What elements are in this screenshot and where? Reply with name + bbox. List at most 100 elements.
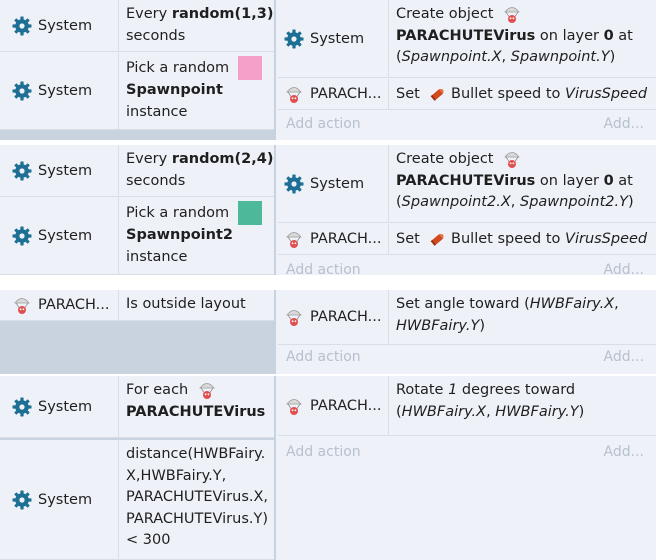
text-segment: on layer [535, 172, 604, 189]
text-segment: Bullet speed to [446, 231, 566, 247]
text-segment: at [613, 27, 633, 44]
action-text: Set Bullet speed to VirusSpeed [396, 84, 647, 106]
text-segment: Spawnpoint2.X [401, 194, 511, 210]
object-cell[interactable]: PARACH... [284, 79, 382, 109]
sprite-thumbnail [237, 201, 262, 225]
object-name: PARACH... [310, 397, 382, 414]
add-action-link[interactable]: Add action [286, 116, 361, 132]
object-name: System [310, 175, 365, 192]
object-cell[interactable]: System [12, 376, 92, 437]
add-button[interactable]: Add... [603, 262, 644, 278]
object-cell[interactable]: System [12, 440, 92, 559]
column-divider [118, 440, 119, 559]
text-segment: PARACHUTEVirus [396, 27, 536, 44]
object-cell[interactable]: System [12, 0, 92, 51]
object-cell[interactable]: System [12, 197, 92, 274]
object-cell[interactable]: PARACH... [284, 376, 382, 435]
object-name: System [38, 398, 93, 415]
condition-row[interactable]: System For each PARACHUTEVirus [0, 376, 274, 438]
column-divider [118, 197, 119, 274]
bullet-icon [428, 229, 446, 247]
text-segment: ( [396, 403, 402, 420]
text-segment: Create object [396, 151, 499, 167]
system-gear-icon [12, 490, 32, 510]
object-name: System [38, 227, 93, 244]
text-segment: HWBFairy.X [529, 296, 615, 312]
text-segment: , [614, 296, 619, 312]
text-segment: Spawnpoint2.Y [519, 194, 628, 210]
object-name: PARACH... [310, 231, 382, 247]
text-segment: degrees toward [457, 382, 576, 398]
object-cell[interactable]: System [12, 145, 92, 196]
text-segment: Set angle toward ( [396, 296, 530, 312]
text-segment: VirusSpeed [565, 231, 648, 247]
condition-text: Is outside layout [126, 294, 246, 316]
condition-row[interactable]: PARACH... Is outside layout [0, 290, 274, 321]
parachute-virus-icon [284, 307, 304, 327]
column-divider [388, 79, 389, 109]
system-gear-icon [284, 29, 304, 49]
text-segment: Spawnpoint [126, 82, 223, 98]
action-row[interactable]: PARACH... Set Bullet speed to VirusSpeed [278, 79, 656, 110]
object-cell[interactable]: System [284, 0, 364, 77]
text-segment: Every [126, 151, 172, 167]
column-divider [388, 224, 389, 254]
condition-text: Every random(2,4) seconds [126, 149, 273, 192]
text-segment: Rotate [396, 382, 449, 398]
parachute-virus-icon [284, 396, 304, 416]
add-button[interactable]: Add... [603, 116, 644, 132]
system-gear-icon [12, 397, 32, 417]
column-divider [388, 376, 389, 435]
add-action-link[interactable]: Add action [286, 262, 361, 278]
add-button[interactable]: Add... [603, 444, 644, 460]
parachute-virus-icon [284, 229, 304, 249]
text-segment: HWBFairy.Y [396, 317, 480, 334]
text-segment: random(2,4) [171, 151, 274, 167]
text-segment: , [510, 194, 520, 210]
system-gear-icon [12, 81, 32, 101]
text-segment: Set [396, 86, 425, 102]
condition-text: For each PARACHUTEVirus [126, 380, 265, 423]
object-cell[interactable]: PARACH... [284, 290, 382, 344]
action-row[interactable]: PARACH...Rotate 1 degrees toward(HWBFair… [278, 376, 656, 436]
text-segment: ) [479, 317, 485, 334]
object-cell[interactable]: System [284, 145, 364, 222]
column-divider [388, 0, 389, 77]
object-cell[interactable]: System [12, 52, 92, 129]
text-segment: seconds [126, 172, 186, 189]
add-button[interactable]: Add... [603, 349, 644, 365]
object-cell[interactable]: PARACH... [284, 224, 382, 254]
text-segment: 0 [603, 27, 614, 44]
text-segment: ( [396, 49, 402, 65]
object-name: PARACH... [38, 297, 110, 313]
text-segment: on layer [535, 27, 604, 44]
text-segment: Every [126, 6, 172, 22]
text-segment: HWBFairy.Y [495, 403, 579, 420]
action-row[interactable]: PARACH... Set angle toward (HWBFairy.X, HW… [278, 290, 656, 345]
object-name: PARACH... [310, 309, 382, 325]
condition-row[interactable]: System Every random(2,4) seconds [0, 145, 274, 197]
text-segment: , [501, 49, 511, 65]
text-segment: PARACHUTEVirus [126, 403, 266, 420]
sprite-thumbnail [237, 56, 262, 80]
text-segment: Spawnpoint.Y [510, 49, 610, 65]
text-segment: ) [578, 403, 585, 420]
add-action-link[interactable]: Add action [286, 444, 361, 460]
object-cell[interactable]: PARACH... [12, 290, 110, 320]
action-row[interactable]: PARACH...Set Bullet speed to VirusSpeed [278, 224, 656, 255]
text-segment: ) [628, 194, 634, 210]
add-action-link[interactable]: Add action [286, 349, 361, 365]
text-segment: Pick a random [126, 205, 234, 221]
text-segment: For each [126, 382, 193, 398]
